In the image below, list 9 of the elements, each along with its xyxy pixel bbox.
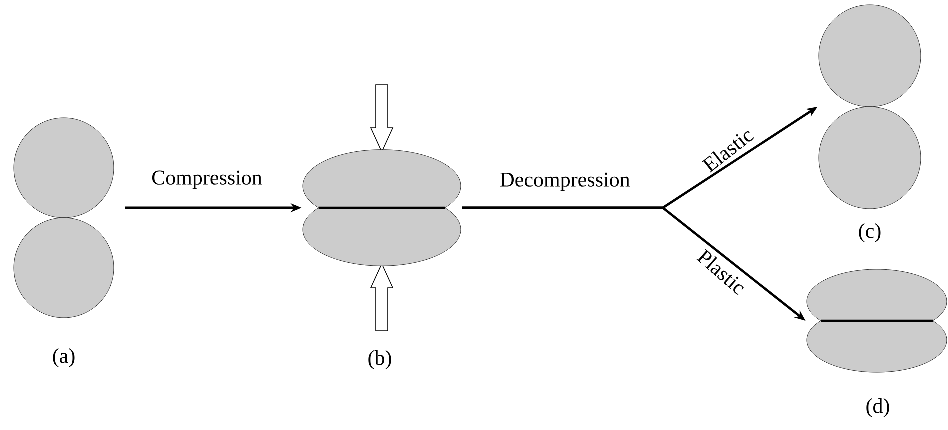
panel-label: (c) bbox=[859, 223, 881, 242]
panel-label: (b) bbox=[368, 350, 392, 370]
process-label: Decompression bbox=[500, 172, 630, 192]
particle-pair-drawing bbox=[818, 4, 922, 210]
edge-label: Compression bbox=[152, 170, 262, 190]
particle-pair-drawing bbox=[14, 118, 114, 318]
panel-label: (d) bbox=[866, 398, 890, 418]
panel-label: (a) bbox=[53, 348, 75, 368]
particle-pair-drawing bbox=[806, 269, 948, 373]
